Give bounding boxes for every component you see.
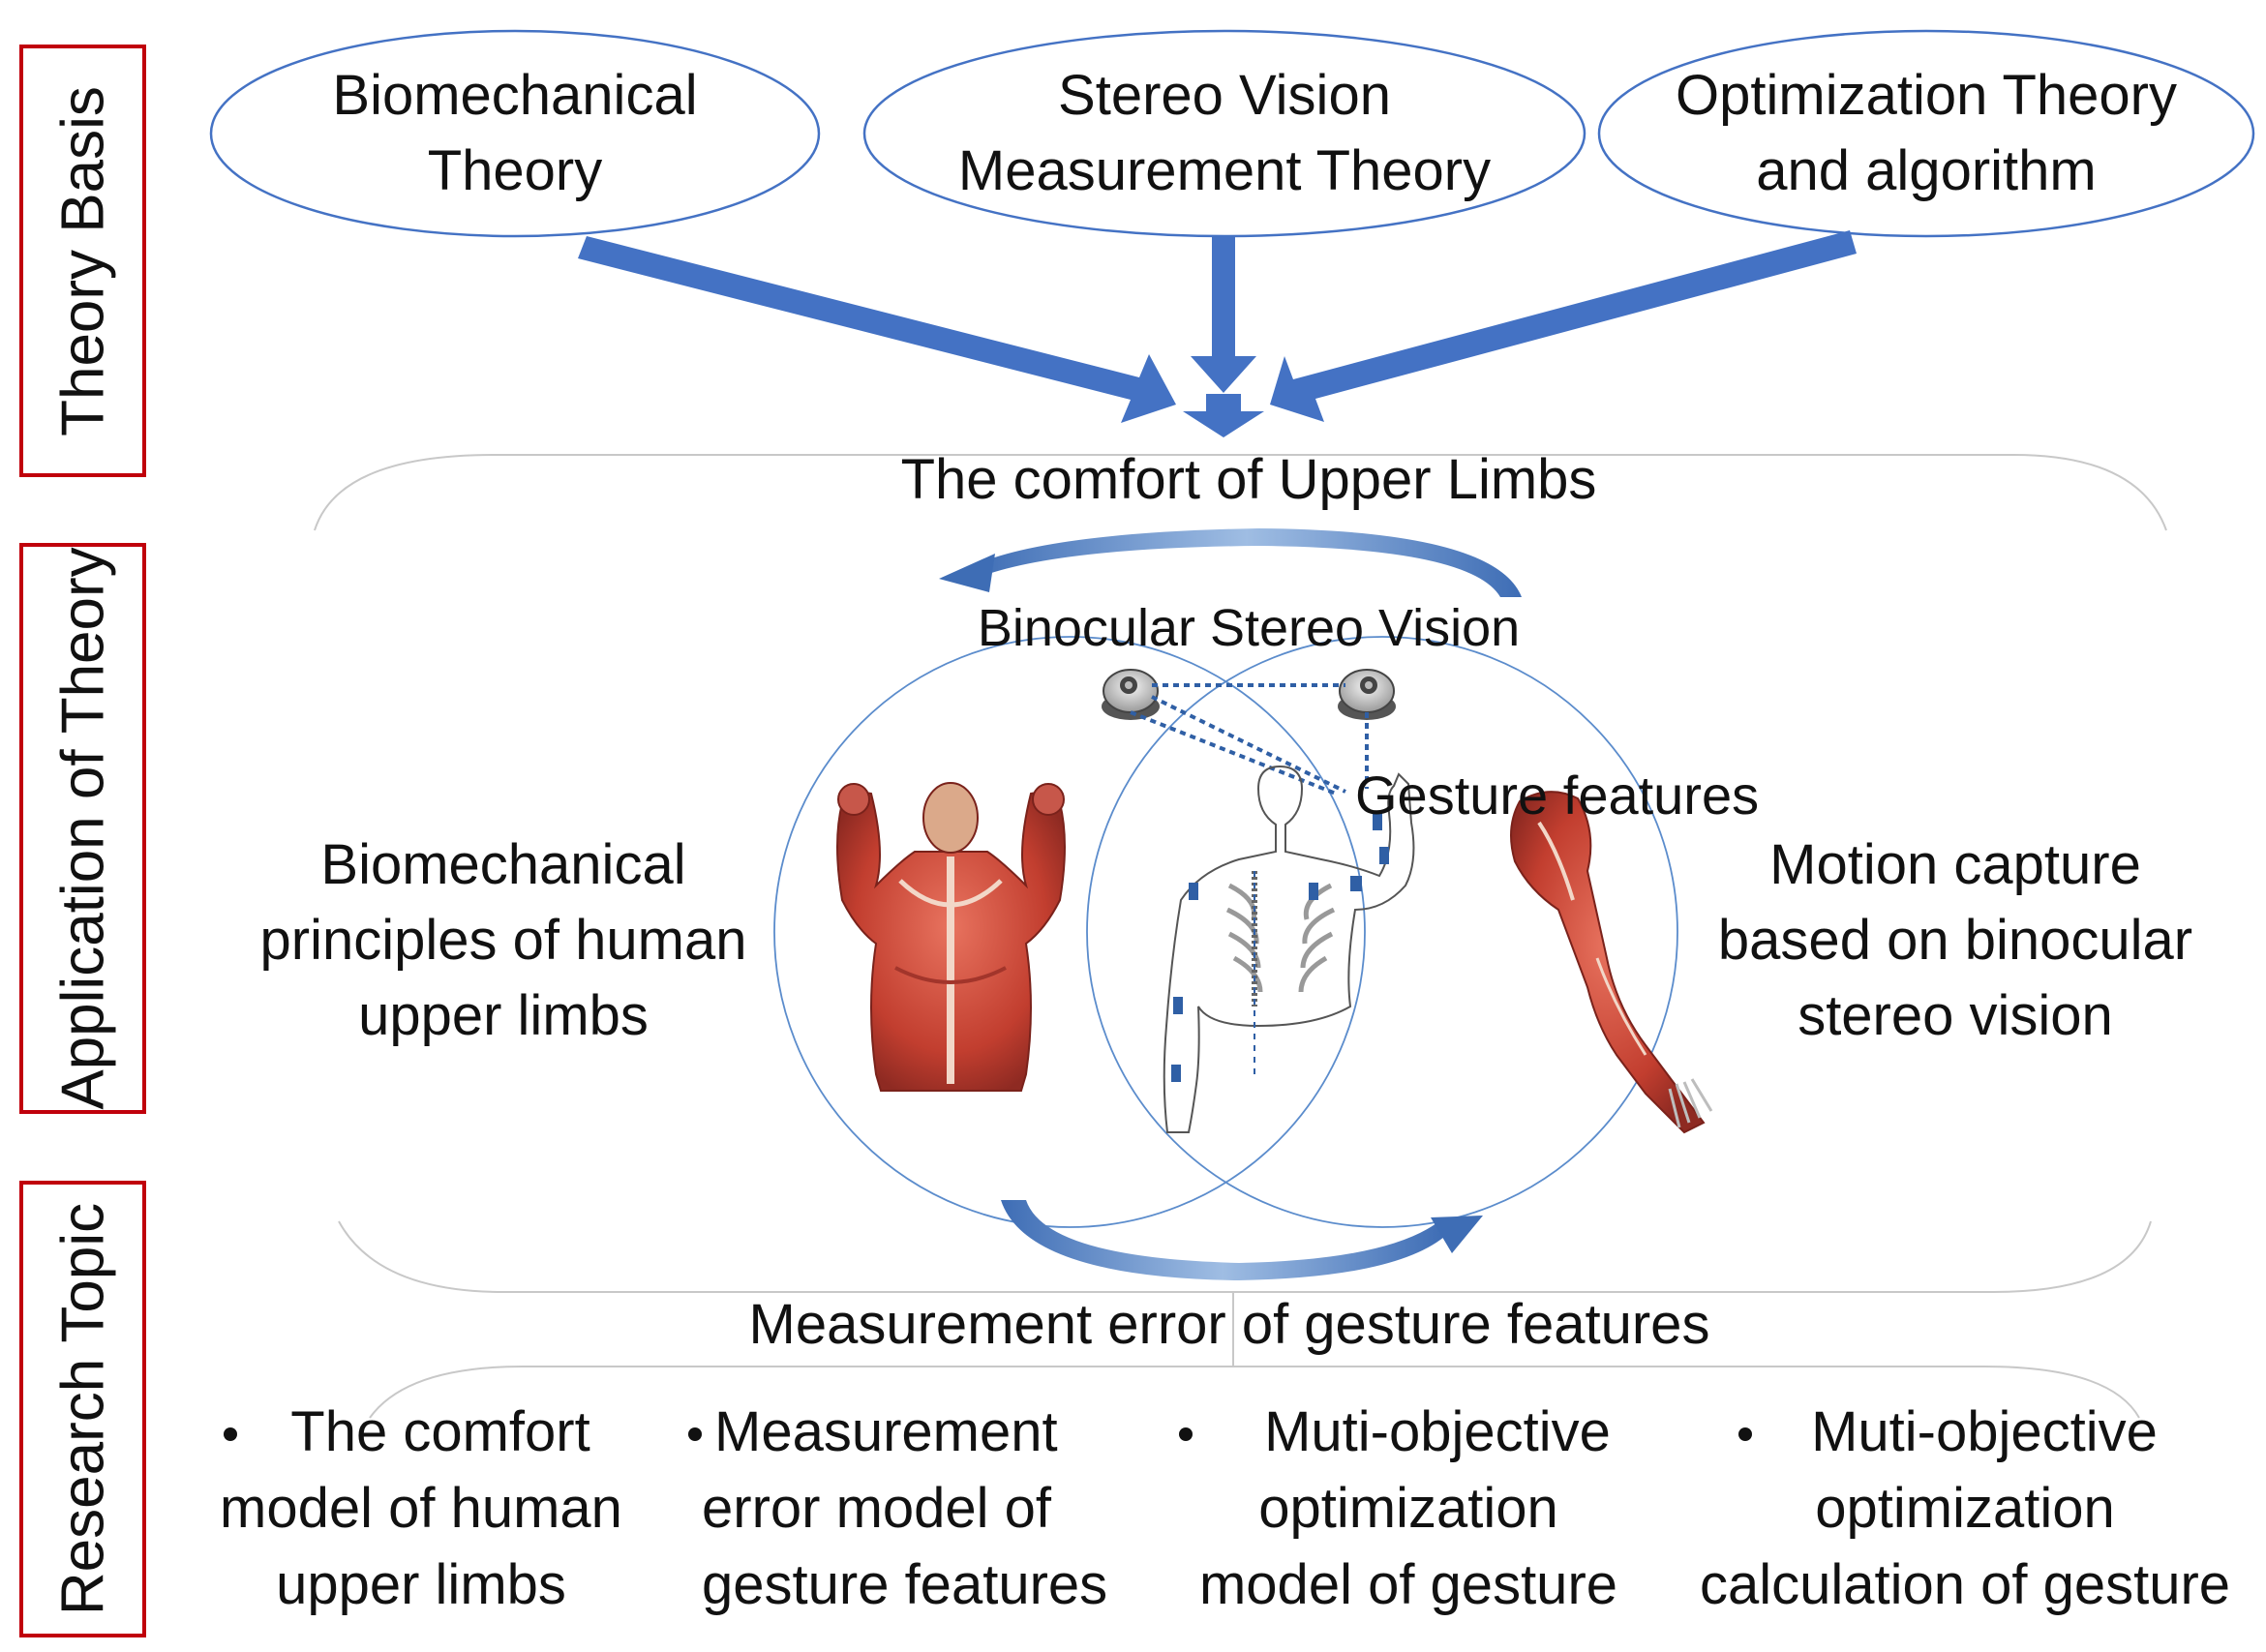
label-gesture-features: Gesture features [1355,765,1760,826]
camera-sight-lines [1130,683,1369,796]
side-box-application: Application of Theory [19,543,146,1114]
band-research-outline [369,1366,2140,1419]
bullet-4 [1738,1427,1752,1441]
side-label-research: Research Topic [49,1202,116,1616]
topic4-line2: optimization [1815,1477,2115,1540]
left-desc-line1: Biomechanical [320,833,686,896]
side-label-application: Application of Theory [49,547,116,1110]
topic1-line1: The comfort [290,1400,590,1463]
bullet-1 [224,1427,237,1441]
topic3-line1: Muti-objective [1264,1400,1611,1463]
label-measurement-error: Measurement error of gesture features [748,1293,1710,1356]
left-desc-line2: principles of human [259,909,747,972]
side-box-theory-basis: Theory Basis [19,45,146,477]
topic-comfort-model: The comfort model of human upper limbs [198,1394,644,1623]
theory-opt-line2: and algorithm [1756,139,2097,202]
topic4-line1: Muti-objective [1811,1400,2158,1463]
right-description: Motion capture based on binocular stereo… [1675,827,2236,1054]
ellipse-optimization [1597,29,2255,238]
label-comfort: The comfort of Upper Limbs [900,448,1597,511]
topic4-line3: calculation of gesture [1699,1553,2231,1616]
camera-right-icon [1338,669,1396,720]
skeleton-figure [1163,765,1415,1133]
right-desc-line1: Motion capture [1769,833,2141,896]
bullet-3 [1179,1427,1193,1441]
right-desc-line3: stereo vision [1798,984,2113,1047]
topic2-line2: error model of [702,1477,1052,1540]
theory-stereo-line1: Stereo Vision [1058,64,1391,127]
theory-bio-line2: Theory [427,139,603,202]
venn-circle-right [1086,636,1678,1228]
topic3-line2: optimization [1258,1477,1558,1540]
topic3-line3: model of gesture [1198,1553,1618,1616]
topic2-line1: Measurement [714,1400,1058,1463]
band-bottom-outline [338,1220,2152,1293]
side-label-theory-basis: Theory Basis [49,85,116,436]
arrow-center-down [1191,236,1256,393]
theory-biomechanical: Biomechanical Theory [225,58,805,209]
curved-arrow-top [939,528,1522,597]
topic1-line3: upper limbs [276,1553,566,1616]
theory-stereo-line2: Measurement Theory [957,139,1492,202]
ellipse-biomechanical [209,29,821,238]
arrow-down-small [1183,394,1264,437]
left-description: Biomechanical principles of human upper … [223,827,784,1054]
curved-arrow-bottom [1001,1200,1483,1280]
label-binocular: Binocular Stereo Vision [977,599,1521,657]
topic-measurement-error-model: Measurement error model of gesture featu… [697,1394,1123,1623]
muscle-arm-figure [1510,791,1713,1134]
topic-optimization-model: Muti-objective optimization model of ges… [1166,1394,1650,1623]
theory-stereo-vision: Stereo Vision Measurement Theory [886,58,1563,209]
topic1-line2: model of human [220,1477,622,1540]
side-box-research: Research Topic [19,1181,146,1637]
venn-circle-left [773,636,1366,1228]
arrow-right-diagonal [1270,230,1857,422]
right-desc-line2: based on binocular [1717,909,2193,972]
theory-bio-line1: Biomechanical [332,64,698,127]
topic-optimization-calculation: Muti-objective optimization calculation … [1684,1394,2246,1623]
band-top-outline [314,454,2167,531]
left-desc-line3: upper limbs [358,984,649,1047]
muscle-back-figure [836,782,1066,1092]
bullet-2 [688,1427,702,1441]
theory-opt-line1: Optimization Theory [1676,64,2177,127]
camera-left-icon [1102,669,1160,720]
topic2-line3: gesture features [702,1553,1108,1616]
arrow-left-diagonal [578,236,1176,423]
theory-optimization: Optimization Theory and algorithm [1587,58,2265,209]
